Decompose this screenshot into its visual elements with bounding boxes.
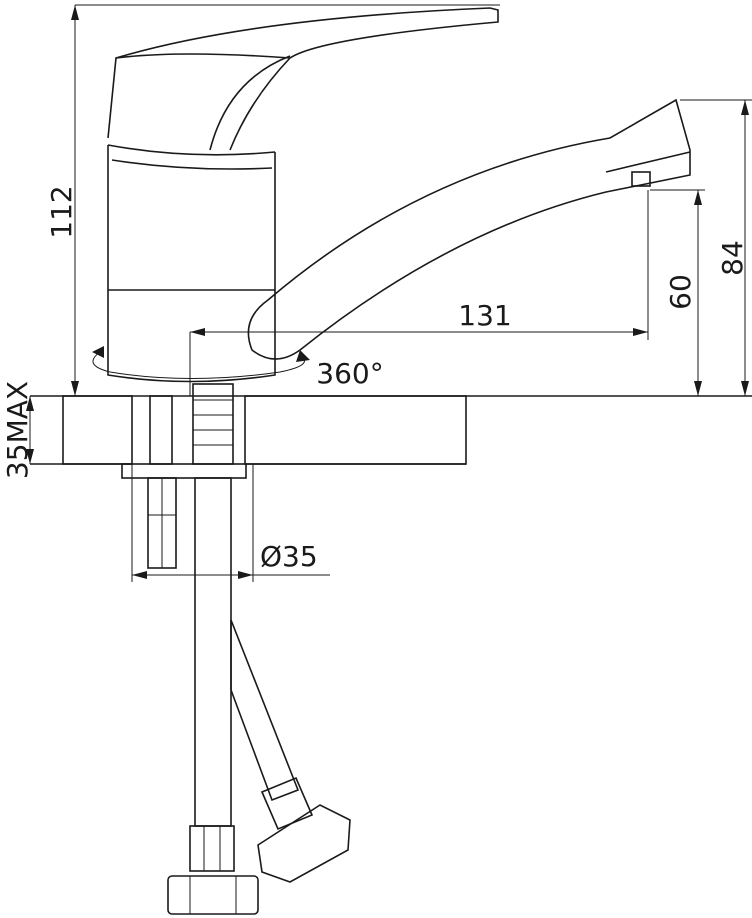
- lever-handle: [107, 7, 499, 151]
- faucet-body: [107, 144, 276, 383]
- dim-60-label: 60: [664, 274, 697, 310]
- dimension-total-height: 112: [45, 4, 500, 396]
- dim-diameter-label: Ø35: [260, 540, 318, 573]
- rotation-label: 360°: [316, 357, 383, 390]
- dimension-aerator-height: 60: [650, 189, 705, 396]
- spout: [247, 98, 691, 360]
- dim-84-label: 84: [716, 240, 749, 276]
- flexible-hoses: [167, 477, 351, 915]
- dimension-deck-thickness: 35MAX: [1, 381, 34, 479]
- dim-112-label: 112: [45, 185, 78, 238]
- mounting-hardware: [121, 383, 247, 569]
- dimension-spout-reach: 131: [189, 190, 649, 396]
- dim-131-label: 131: [458, 299, 511, 332]
- dim-35max-label: 35MAX: [1, 381, 34, 479]
- rotation-arrow: [92, 346, 310, 379]
- countertop-section: [30, 395, 752, 465]
- dimension-hole-diameter: Ø35: [131, 464, 330, 582]
- dimension-outlet-height: 84: [680, 99, 752, 396]
